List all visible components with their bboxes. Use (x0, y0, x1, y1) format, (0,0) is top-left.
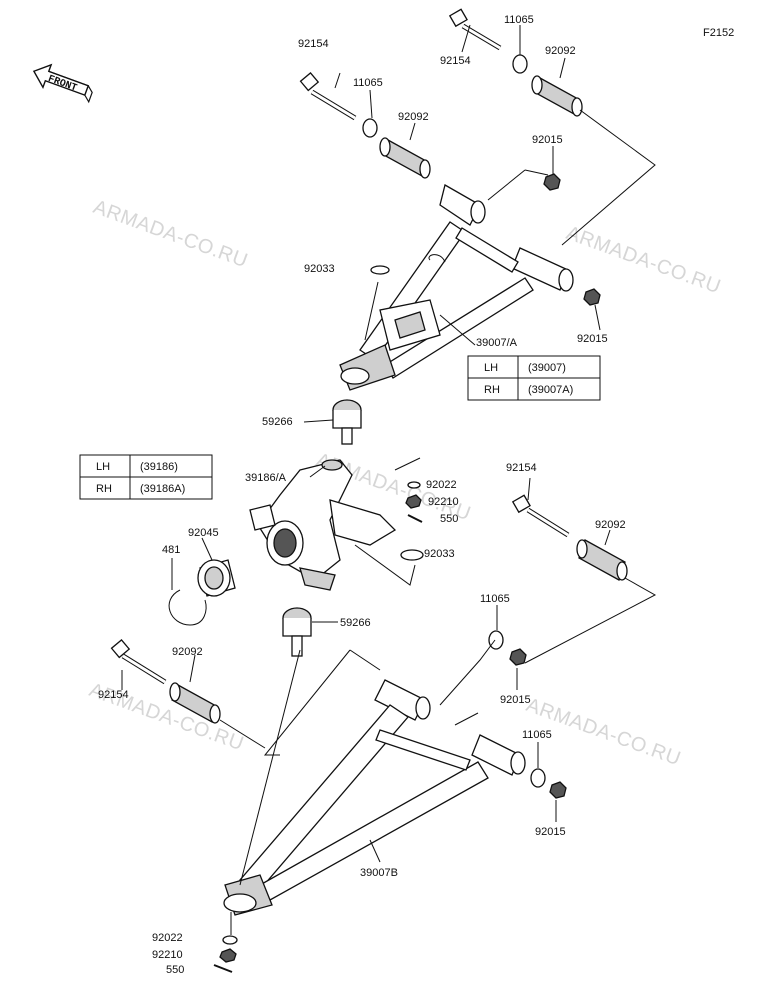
snap-ring-92033-upper (370, 265, 390, 275)
callout-92154: 92154 (440, 55, 471, 67)
nut-92015-upper-1 (543, 173, 561, 191)
callout-labels: 92154 11065 92092 92154 11065 92092 9201… (98, 14, 626, 976)
leader-knuckle-lower (354, 544, 416, 586)
table-upper-rh-part: (39007A) (528, 384, 573, 396)
nut-92210-upper (405, 494, 422, 509)
nut-92015-upper-2 (583, 288, 601, 306)
leader-92154-mid (527, 477, 531, 501)
leader-92045 (201, 537, 213, 561)
callout-481: 481 (162, 544, 180, 556)
watermark-2: ARMADA-CO.RU (563, 222, 723, 298)
table-upper-rh-side: RH (484, 384, 500, 396)
figure-code: F2152 (703, 27, 734, 39)
table-knuckle-lh-side: LH (96, 461, 110, 473)
callout-59266: 59266 (262, 416, 293, 428)
leader-knuckle-upper (394, 457, 421, 471)
callout-92015: 92015 (577, 333, 608, 345)
cotter-pin-550-lower (213, 964, 233, 973)
washer-11065-lower-1 (488, 630, 504, 650)
table-upper-lh-part: (39007) (528, 362, 566, 374)
callout-39186-a: 39186/A (245, 472, 287, 484)
leader-92092-mid (604, 529, 611, 546)
leader-39186 (309, 465, 326, 478)
callout-92015: 92015 (500, 694, 531, 706)
callout-92210: 92210 (152, 949, 183, 961)
upper-a-arm-39007 (339, 184, 574, 391)
bushing-92092-lower-left (169, 682, 221, 724)
washer-11065-upper-left (362, 118, 378, 138)
steering-knuckle-39186 (249, 459, 397, 591)
callout-39007-a: 39007/A (476, 337, 518, 349)
callout-92210: 92210 (428, 496, 459, 508)
callout-92154: 92154 (506, 462, 537, 474)
callout-39007b: 39007B (360, 867, 398, 879)
table-upper-lh-side: LH (484, 362, 498, 374)
snap-ring-92033-knuckle (400, 549, 424, 561)
callout-11065: 11065 (480, 593, 510, 605)
callout-550: 550 (440, 513, 458, 525)
callout-11065: 11065 (353, 77, 383, 89)
front-arrow-icon: FRONT (32, 63, 93, 104)
bolt-92154-lower-left (110, 638, 167, 685)
washer-11065-upper-right (512, 54, 528, 74)
table-knuckle-rh-side: RH (96, 483, 112, 495)
callout-11065: 11065 (504, 14, 534, 26)
callout-92154: 92154 (98, 689, 129, 701)
washer-11065-lower-2 (530, 768, 546, 788)
callout-92092: 92092 (545, 45, 576, 57)
circlip-481 (168, 589, 207, 626)
bushing-92092-upper-left (379, 137, 431, 179)
callout-59266: 59266 (340, 617, 371, 629)
bushing-92092-mid-right (576, 539, 628, 581)
washer-92022-lower (222, 935, 238, 945)
table-knuckle-lh-part: (39186) (140, 461, 178, 473)
callout-92022: 92022 (426, 479, 457, 491)
callout-92033: 92033 (424, 548, 455, 560)
ball-joint-59266-upper (332, 399, 362, 445)
lower-a-arm-39007b (223, 679, 526, 916)
callout-92015: 92015 (535, 826, 566, 838)
leader-lines-lower (121, 577, 657, 886)
nut-92210-lower (219, 948, 237, 963)
bolt-92154-upper-right (448, 8, 502, 51)
callout-92015: 92015 (532, 134, 563, 146)
nut-92015-lower-1 (509, 648, 527, 666)
watermark-1: ARMADA-CO.RU (90, 196, 250, 272)
bolt-92154-mid-right (511, 494, 570, 538)
leader-59266-upper (303, 419, 334, 423)
cotter-pin-550-upper (407, 514, 423, 523)
callout-11065: 11065 (522, 729, 552, 741)
bolt-92154-upper-left (299, 71, 357, 121)
table-upper-arm: LH (39007) RH (39007A) (467, 355, 601, 401)
ball-joint-59266-lower (282, 607, 312, 657)
callout-92092: 92092 (398, 111, 429, 123)
callout-92033: 92033 (304, 263, 335, 275)
table-knuckle-rh-part: (39186A) (140, 483, 185, 495)
callout-92022: 92022 (152, 932, 183, 944)
callout-92092: 92092 (172, 646, 203, 658)
bushing-92092-upper-right (531, 75, 583, 117)
callout-550: 550 (166, 964, 184, 976)
callout-92045: 92045 (188, 527, 219, 539)
washer-92022-upper (407, 481, 421, 489)
table-knuckle: LH (39186) RH (39186A) (79, 454, 213, 500)
callout-92154: 92154 (298, 38, 329, 50)
leader-lines-upper (334, 24, 656, 346)
callout-92092: 92092 (595, 519, 626, 531)
nut-92015-lower-2 (549, 781, 567, 799)
bearing-92045 (197, 559, 236, 597)
